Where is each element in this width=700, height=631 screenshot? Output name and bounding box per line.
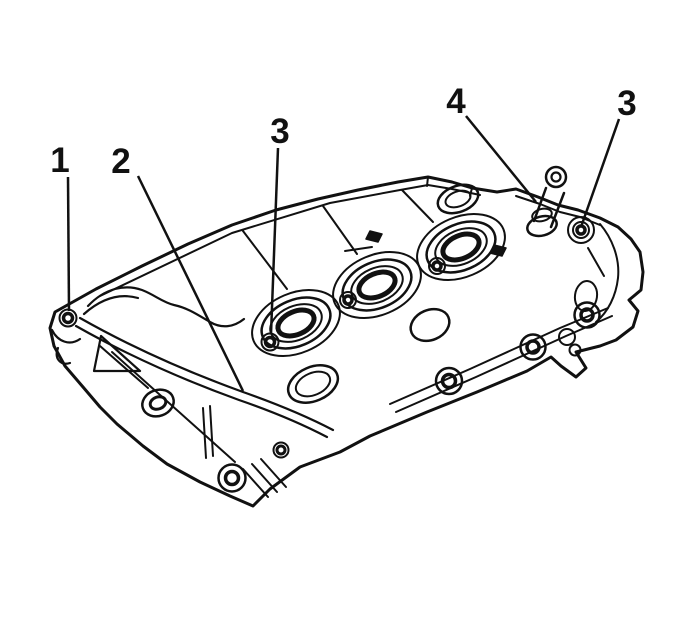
mounting-ear-1 <box>217 463 247 493</box>
mounting-ear-boss-left <box>141 388 175 418</box>
callout-1-label: 1 <box>50 141 69 180</box>
bolt-hole-front-left <box>58 308 78 328</box>
bolt-hole-near-bore-3 <box>428 257 446 275</box>
back-rail-lines <box>99 176 601 297</box>
mounting-ear-3 <box>519 333 547 361</box>
callout-3a-label: 3 <box>270 112 289 151</box>
bolt-hole-lower-face <box>272 441 290 459</box>
vent-tube <box>526 165 568 238</box>
callout-2-leader-line <box>136 175 245 392</box>
bolt-hole-near-bore-2 <box>339 291 357 309</box>
callout-4-leader-line <box>465 115 537 203</box>
bolt-hole-right-end <box>567 216 595 244</box>
surface-rib-lines <box>242 189 434 290</box>
callout-3b-label: 3 <box>617 84 636 123</box>
left-rail-contours <box>50 286 246 365</box>
vent-tube-ring <box>544 165 568 189</box>
mounting-ears <box>141 301 601 493</box>
skirt-openings <box>286 307 451 404</box>
callout-2-label: 2 <box>111 142 130 181</box>
mounting-ear-2 <box>434 366 464 396</box>
rear-opening-ring <box>436 183 480 215</box>
mounting-ear-4 <box>573 301 601 329</box>
callout-4-label: 4 <box>446 82 466 121</box>
triangle-rib <box>92 334 142 373</box>
skirt-flange-rails <box>389 307 613 413</box>
cast-marks <box>365 230 507 257</box>
valve-cover-illustration <box>48 165 645 508</box>
callout-3b-leader-line <box>579 118 621 228</box>
callout-1-leader-line <box>66 176 71 312</box>
left-skirt-details <box>92 334 287 498</box>
callout-3a-leader-line <box>269 147 280 335</box>
cover-outline <box>48 175 645 508</box>
callouts: 1 2 3 4 3 <box>50 82 637 392</box>
bolt-hole-near-bore-1 <box>260 332 280 352</box>
gasket-seam <box>74 316 335 439</box>
